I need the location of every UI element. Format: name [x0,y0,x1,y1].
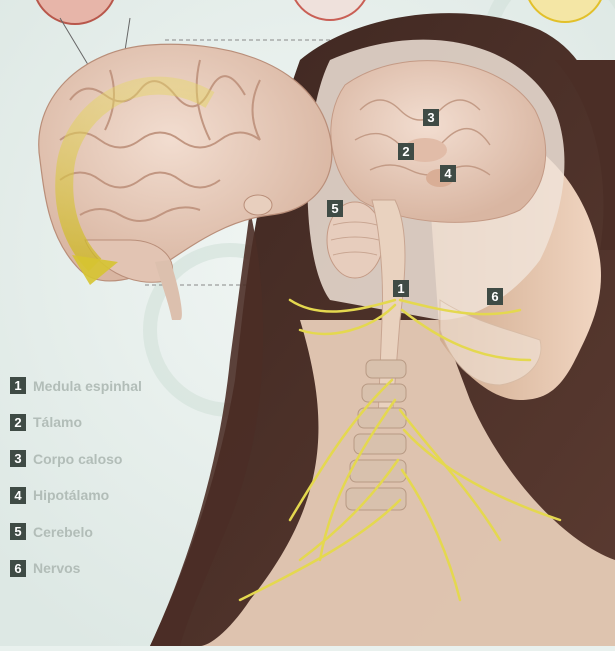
legend-label: Corpo caloso [33,451,122,467]
legend-item: 5 Cerebelo [10,523,142,540]
legend-label: Nervos [33,560,80,576]
legend-number: 2 [10,414,26,431]
marker-5: 5 [327,200,343,217]
legend-number: 6 [10,560,26,577]
marker-4: 4 [440,165,456,182]
legend-label: Hipotálamo [33,487,109,503]
legend-label: Medula espinhal [33,378,142,394]
legend-label: Tálamo [33,414,82,430]
legend-item: 3 Corpo caloso [10,450,142,467]
legend-item: 1 Medula espinhal [10,377,142,394]
legend-number: 5 [10,523,26,540]
legend-item: 4 Hipotálamo [10,487,142,504]
legend-item: 6 Nervos [10,560,142,577]
legend-item: 2 Tálamo [10,414,142,431]
legend-number: 4 [10,487,26,504]
legend-number: 1 [10,377,26,394]
marker-1: 1 [393,280,409,297]
legend: 1 Medula espinhal 2 Tálamo 3 Corpo calos… [10,377,142,596]
marker-6: 6 [487,288,503,305]
legend-label: Cerebelo [33,524,93,540]
legend-number: 3 [10,450,26,467]
marker-2: 2 [398,143,414,160]
marker-3: 3 [423,109,439,126]
